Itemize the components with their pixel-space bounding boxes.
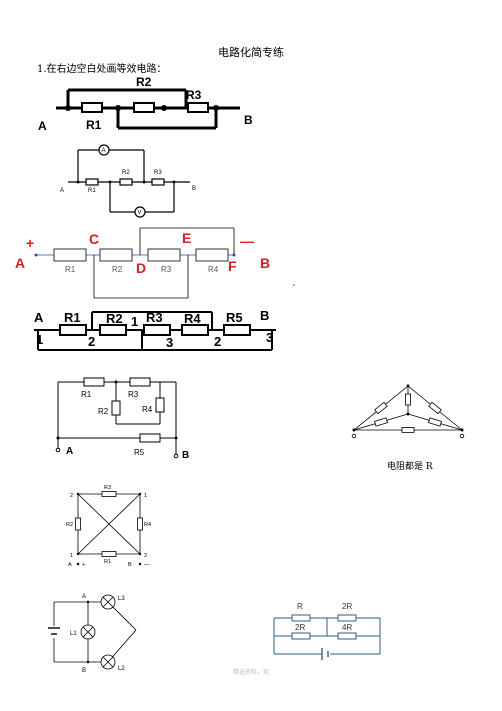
fig6-a-label: A <box>68 562 72 568</box>
circuit-figure-4: A B R1 R2 R3 R4 R5 1 1 2 2 3 3 <box>34 308 276 351</box>
fig4-r3-label: R3 <box>146 310 163 325</box>
fig3-a-label: A <box>15 255 25 271</box>
resistance-note: 电阻都是 R <box>387 462 433 472</box>
fig8-a-label: A <box>82 594 86 600</box>
stray-mark: ` <box>292 285 297 295</box>
circuit-figure-8: A B L1 L3 L2 <box>48 594 137 674</box>
fig3-r2-label: R2 <box>112 265 123 274</box>
fig3-r1-label: R1 <box>65 265 76 274</box>
circuit-figure-7 <box>351 384 465 439</box>
fig2-r2-label: R2 <box>122 170 130 176</box>
fig4-r2-label: R2 <box>106 311 123 326</box>
fig4-node-2-right: 2 <box>214 334 221 349</box>
fig6-minus-label: — <box>144 562 150 568</box>
fig4-node-1-top: 1 <box>131 314 138 329</box>
fig3-e-label: E <box>182 230 191 246</box>
fig1-a-label: A <box>38 119 47 133</box>
fig1-r3-label: R3 <box>186 88 202 102</box>
fig6-node-2-bottom: 2 <box>144 553 147 559</box>
fig4-b-label: B <box>260 308 269 323</box>
fig9-2r-top-label: 2R <box>342 602 352 611</box>
fig6-r1-label: R1 <box>104 559 111 565</box>
fig5-a-label: A <box>66 446 73 457</box>
question-1: 1.在右边空白处画等效电路： <box>37 64 167 75</box>
fig8-b-label: B <box>82 668 86 674</box>
fig5-b-label: B <box>182 450 189 461</box>
footer-watermark: 精选资料，欢 <box>232 669 269 676</box>
fig3-c-label: C <box>89 231 99 247</box>
fig5-r5-label: R5 <box>134 448 145 457</box>
circuit-figure-1: R2 R3 R1 A B <box>38 75 253 133</box>
fig4-r1-label: R1 <box>64 310 81 325</box>
fig5-r2-label: R2 <box>98 407 109 416</box>
fig3-plus-label: + <box>26 235 34 251</box>
fig2-r1-label: R1 <box>88 188 96 194</box>
fig6-r3-label: R3 <box>104 485 111 491</box>
fig6-plus-label: + <box>82 562 85 568</box>
fig3-r4-label: R4 <box>208 265 219 274</box>
fig2-a-label: A <box>60 188 64 194</box>
page-title: 电路化简专练 <box>218 46 284 59</box>
fig4-node-3-mid: 3 <box>166 335 173 350</box>
fig1-r1-label: R1 <box>86 118 102 132</box>
fig4-node-3-right: 3 <box>266 330 273 345</box>
fig3-r3-label: R3 <box>161 265 172 274</box>
fig9-r-label: R <box>297 602 303 611</box>
fig6-node-2-top: 2 <box>70 493 73 499</box>
fig2-ammeter-label: A <box>102 148 106 154</box>
fig2-b-label: B <box>192 186 196 192</box>
circuit-figure-5: R1 R2 R3 R4 R5 A B <box>55 377 189 461</box>
fig6-b-label: B <box>128 562 132 568</box>
fig5-r1-label: R1 <box>81 390 92 399</box>
fig6-r2-label: R2 <box>66 522 73 528</box>
fig1-b-label: B <box>244 113 253 127</box>
fig4-node-2-left: 2 <box>88 334 95 349</box>
fig3-d-label: D <box>136 260 146 276</box>
fig4-r5-label: R5 <box>226 310 243 325</box>
fig9-2r-bottom-label: 2R <box>295 623 305 632</box>
circuit-figure-3: + — A B C D E F R1 R2 R3 R4 <box>15 227 270 299</box>
fig1-r2-label: R2 <box>136 75 152 89</box>
circuit-figure-6: R3 R2 R4 R1 2 1 1 2 A + B — <box>66 485 151 568</box>
fig4-a-label: A <box>34 310 44 325</box>
fig5-r3-label: R3 <box>128 390 139 399</box>
fig9-4r-label: 4R <box>342 623 352 632</box>
fig8-l1-label: L1 <box>70 631 77 637</box>
fig8-l2-label: L2 <box>118 666 125 672</box>
fig2-voltmeter-label: V <box>138 210 142 216</box>
fig4-node-1-bottom: 1 <box>36 332 43 347</box>
fig6-node-1-top: 1 <box>144 493 147 499</box>
fig8-l3-label: L3 <box>118 596 125 602</box>
fig3-b-label: B <box>260 255 270 271</box>
fig6-r4-label: R4 <box>144 522 151 528</box>
fig4-r4-label: R4 <box>184 311 201 326</box>
circuit-figure-9: R 2R 2R 4R <box>273 602 381 660</box>
fig5-r4-label: R4 <box>142 405 153 414</box>
fig3-f-label: F <box>228 258 237 274</box>
circuit-figure-2: A V R1 R2 R3 A B <box>60 144 196 218</box>
fig6-node-1-bottom: 1 <box>70 553 73 559</box>
fig2-r3-label: R3 <box>154 170 162 176</box>
fig3-minus-label: — <box>240 233 254 249</box>
